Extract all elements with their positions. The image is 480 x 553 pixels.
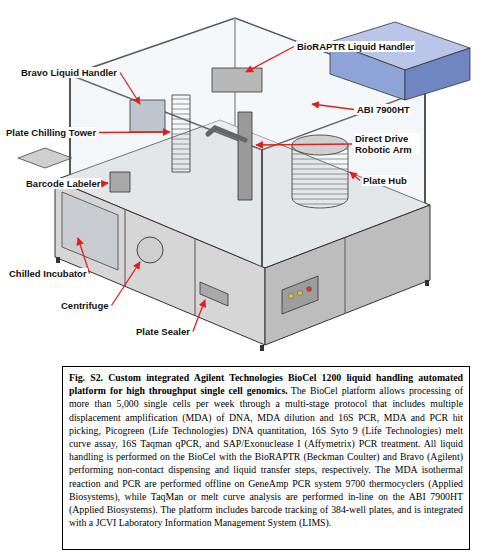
arm-column bbox=[238, 112, 252, 200]
leader-arrow bbox=[112, 262, 141, 306]
leader-arrow bbox=[103, 182, 108, 184]
centrifuge bbox=[137, 237, 163, 263]
part-label: Plate Chilling Tower bbox=[5, 127, 97, 138]
figure-caption: The BioCel platform allows processing of… bbox=[69, 385, 463, 528]
caption-box: Fig. S2. Custom integrated Agilent Techn… bbox=[62, 366, 470, 550]
leader-arrow bbox=[350, 172, 360, 181]
part-label: Plate Hub bbox=[362, 175, 408, 186]
frame-posts bbox=[70, 75, 425, 267]
abi-side bbox=[405, 48, 470, 100]
part-label: Bravo Liquid Handler bbox=[20, 67, 118, 78]
part-label: Plate Sealer bbox=[135, 326, 191, 337]
bioraptr bbox=[212, 68, 262, 92]
caption-paragraph: Fig. S2. Custom integrated Agilent Techn… bbox=[69, 371, 463, 529]
leader-arrow bbox=[246, 47, 294, 73]
part-label: Barcode Labeler bbox=[25, 178, 101, 189]
bravo bbox=[130, 100, 165, 132]
part-label: Direct Drive Robotic Arm bbox=[354, 133, 420, 155]
chilling-tower bbox=[172, 95, 190, 172]
control-panel bbox=[282, 276, 318, 314]
part-label: Chilled Incubator bbox=[8, 268, 88, 279]
leader-arrow bbox=[312, 104, 354, 110]
leader-arrow bbox=[193, 300, 205, 332]
barcode-labeler bbox=[110, 172, 130, 192]
part-label: ABI 7900HT bbox=[356, 104, 411, 115]
part-label: Centrifuge bbox=[60, 300, 110, 311]
feet bbox=[58, 257, 427, 351]
arm bbox=[208, 128, 245, 140]
part-label: BioRAPTR Liquid Handler bbox=[296, 41, 415, 52]
chilled-incubator bbox=[62, 192, 118, 270]
leader-arrow bbox=[120, 73, 140, 105]
leader-arrow bbox=[256, 144, 352, 145]
keyboard-tray bbox=[18, 148, 72, 168]
leader-arrow bbox=[99, 131, 170, 133]
